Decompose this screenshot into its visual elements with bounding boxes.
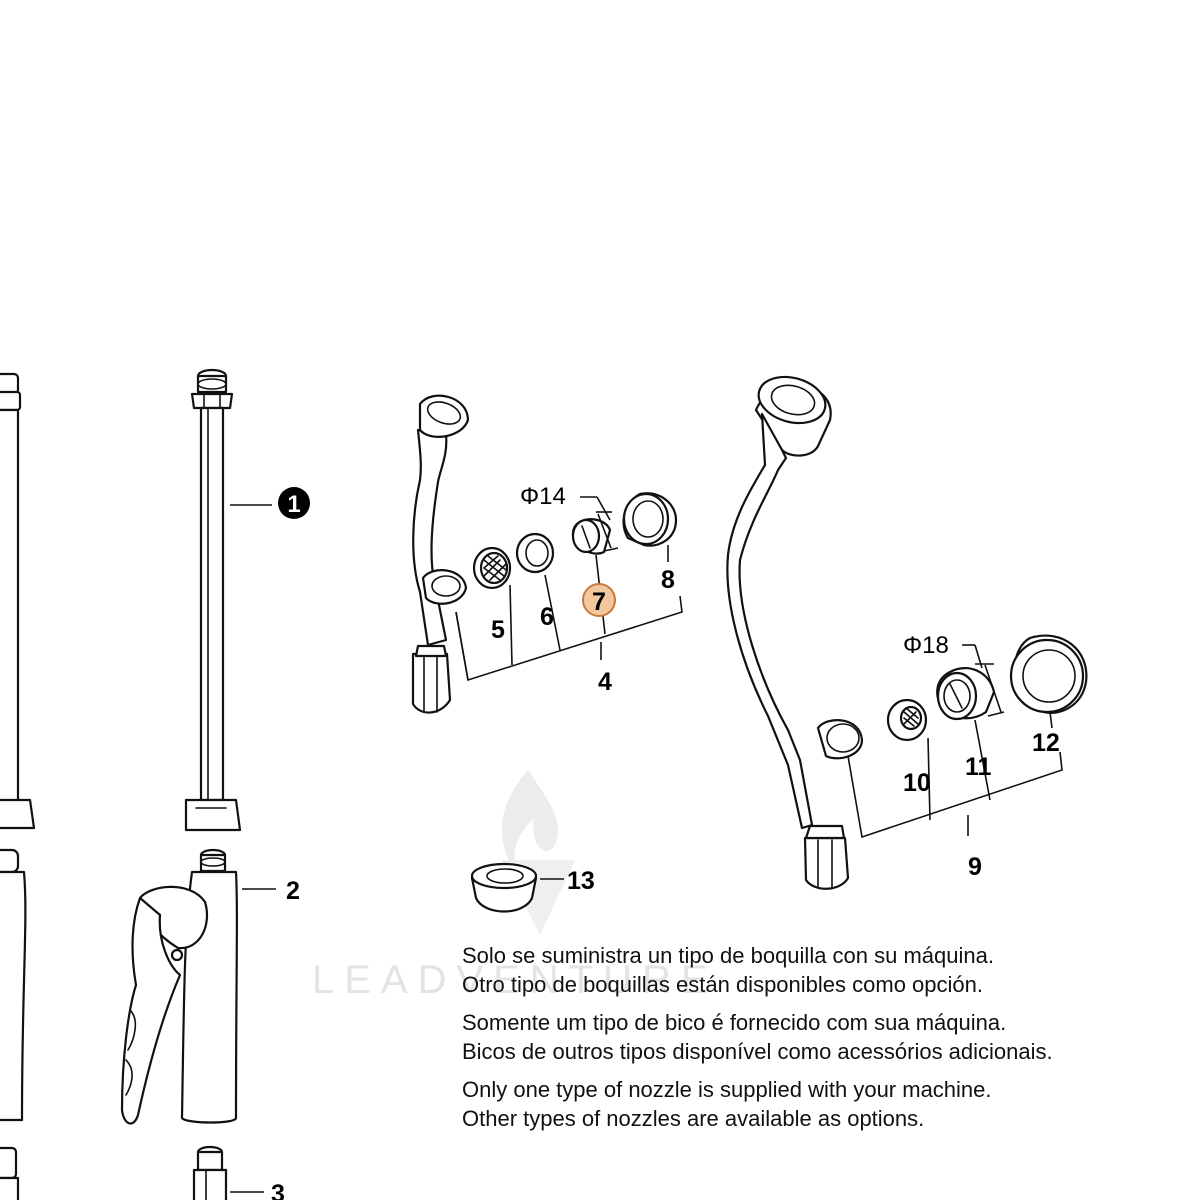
dimension-label-phi14: Φ14	[520, 483, 566, 510]
note-english: Only one type of nozzle is supplied with…	[462, 1075, 1182, 1133]
note-line: Solo se suministra un tipo de boquilla c…	[462, 943, 994, 968]
callout-5: 5	[491, 616, 505, 644]
callout-highlight-7[interactable]	[582, 583, 616, 617]
extension-tube-left-partial	[0, 372, 36, 830]
watermark-text: LEADVENTURE	[312, 958, 718, 1002]
nozzle-tip-part-7	[571, 518, 612, 555]
callout-3: 3	[271, 1180, 285, 1200]
callout-11: 11	[965, 753, 992, 781]
lance-handle-part-2	[120, 848, 238, 1125]
callout-12: 12	[1032, 729, 1060, 757]
grommet-part-13	[470, 862, 538, 913]
callout-1: 1	[287, 491, 300, 518]
nozzle-notes: Solo se suministra un tipo de boquilla c…	[462, 941, 1182, 1142]
bracket-part-9	[847, 711, 1063, 839]
extension-tube-part-1	[184, 368, 242, 832]
note-line: Other types of nozzles are available as …	[462, 1106, 925, 1131]
callout-4: 4	[598, 668, 612, 696]
note-line: Otro tipo de boquillas están disponibles…	[462, 972, 983, 997]
small-nozzle-lance-part-4	[411, 394, 470, 714]
dimension-label-phi18: Φ18	[903, 632, 949, 659]
lance-handle-left-partial	[0, 848, 27, 1122]
dimension-phi18: Φ18	[903, 632, 1005, 717]
note-line: Somente um tipo de bico é fornecido com …	[462, 1010, 1007, 1035]
washer-part-6	[515, 532, 555, 574]
callout-2: 2	[286, 877, 300, 905]
callout-badge-1	[278, 487, 310, 519]
strainer-part-5	[472, 546, 512, 590]
callout-10: 10	[903, 769, 931, 797]
callout-9: 9	[968, 853, 982, 881]
nozzle-cap-part-8	[622, 492, 678, 547]
note-line: Bicos de outros tipos disponível como ac…	[462, 1039, 1053, 1064]
note-line: Only one type of nozzle is supplied with…	[462, 1077, 992, 1102]
strainer-part-10	[886, 698, 928, 742]
large-nozzle-lance-part-9	[726, 375, 864, 890]
callout-8: 8	[661, 566, 675, 594]
note-portuguese: Somente um tipo de bico é fornecido com …	[462, 1008, 1182, 1066]
nozzle-cap-part-12	[1009, 634, 1088, 714]
dimension-phi14: Φ14	[520, 483, 619, 552]
callout-6: 6	[540, 603, 554, 631]
callout-7: 7	[592, 588, 606, 616]
callout-13: 13	[567, 867, 595, 895]
fitting-left-partial	[0, 1146, 20, 1200]
flame-logo-icon	[501, 770, 558, 880]
nozzle-tip-part-11	[936, 667, 996, 721]
fitting-part-3	[192, 1145, 228, 1200]
note-spanish: Solo se suministra un tipo de boquilla c…	[462, 941, 1182, 999]
